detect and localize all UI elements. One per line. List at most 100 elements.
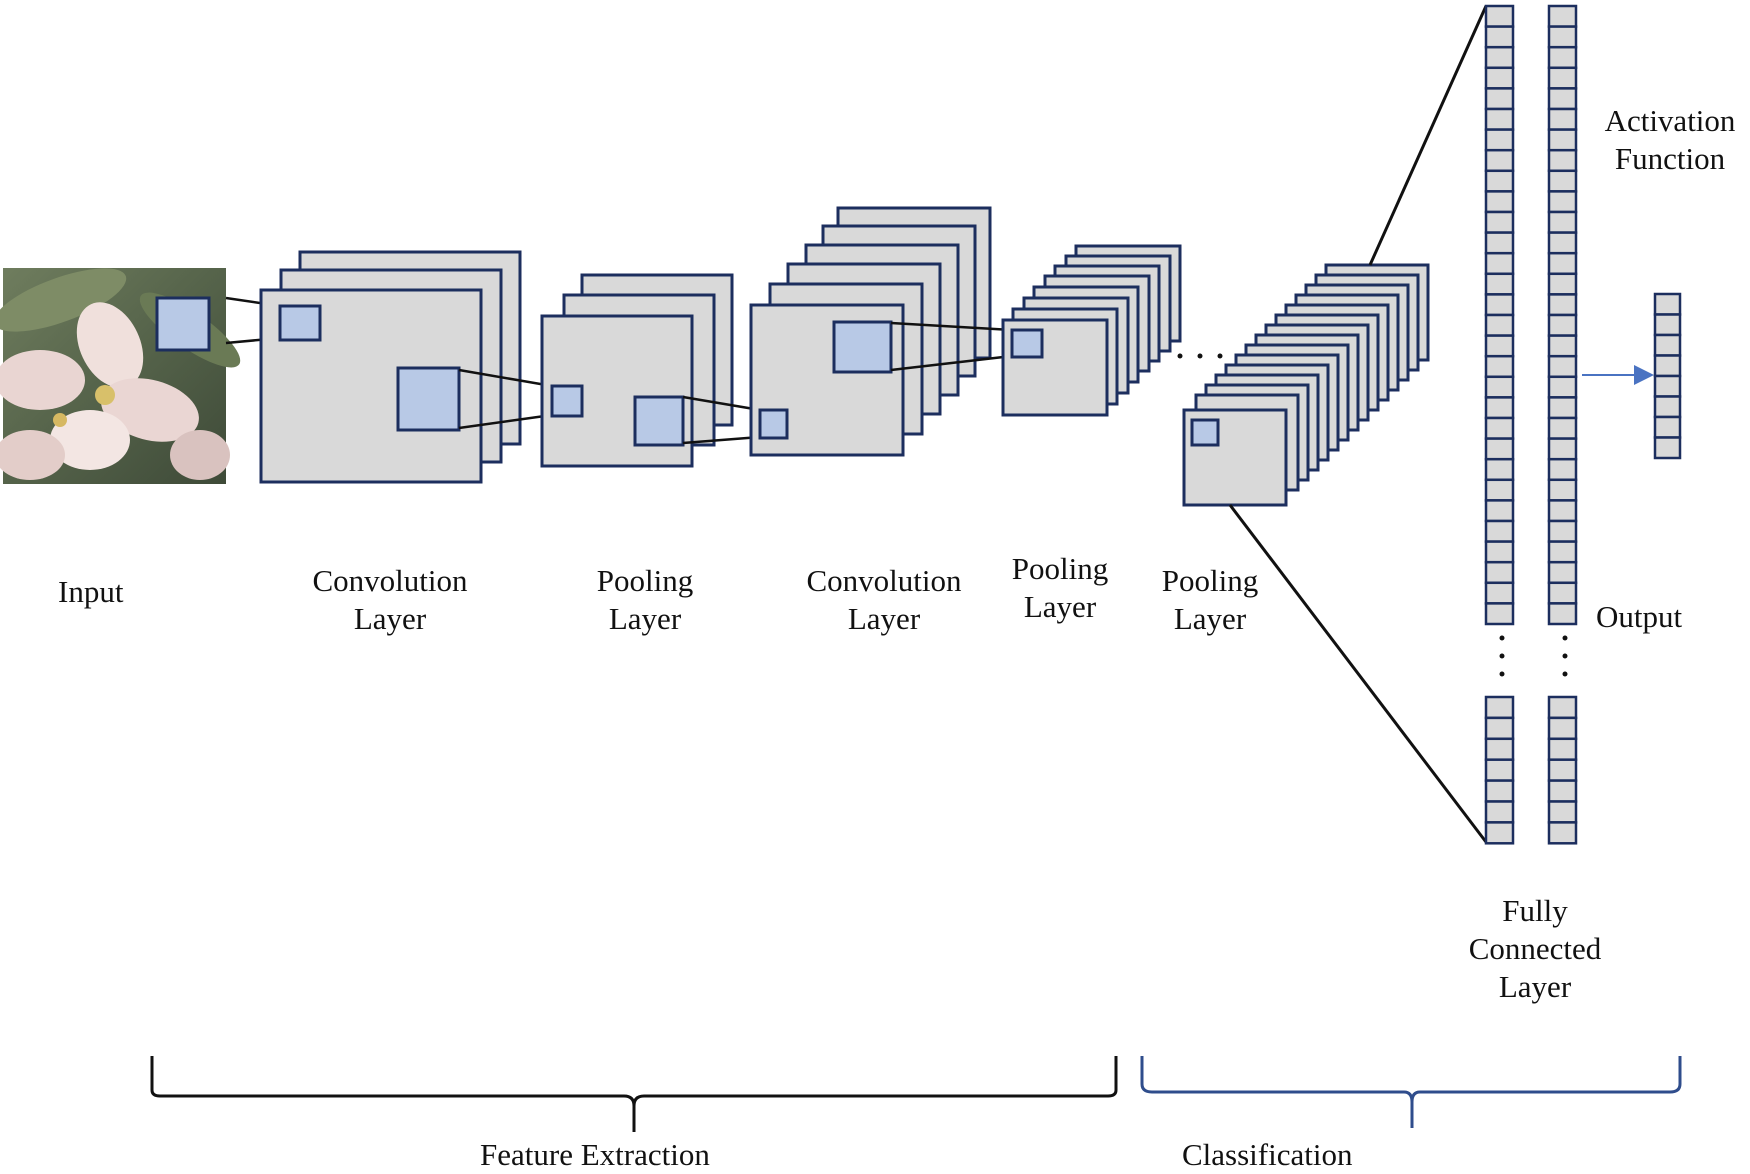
fc-neuron: [1484, 87, 1515, 111]
conv1-receptive-field: [278, 304, 322, 342]
input-image: [0, 268, 241, 484]
fc-neuron: [1547, 758, 1578, 782]
output-neuron: [1653, 436, 1682, 460]
fc-neuron: [1547, 519, 1578, 543]
pool1-cell: [550, 384, 584, 418]
fc-neuron: [1484, 107, 1515, 131]
fc-neuron: [1484, 210, 1515, 234]
input-label: Input: [58, 574, 124, 609]
fc-neuron: [1484, 313, 1515, 337]
feature-extraction-label: Feature Extraction: [480, 1137, 710, 1172]
output-column: [1653, 292, 1682, 460]
fc-neuron: [1547, 251, 1578, 276]
output-neuron: [1653, 374, 1682, 398]
fc-neuron: [1484, 716, 1515, 741]
fc-neuron: [1484, 66, 1515, 90]
fc-neuron: [1547, 396, 1578, 420]
fc-neuron: [1547, 107, 1578, 131]
fc-neuron: [1547, 25, 1578, 49]
fc-neuron: [1547, 581, 1578, 605]
output-neuron: [1653, 292, 1682, 316]
fc-neuron: [1484, 800, 1515, 824]
fc-neuron: [1547, 457, 1578, 482]
fc-neuron: [1547, 437, 1578, 461]
fc-neuron: [1547, 560, 1578, 585]
output-neuron: [1653, 395, 1682, 419]
classification-brace: [1140, 1056, 1682, 1128]
ellipsis-dots: [1177, 353, 1223, 359]
fc-neuron: [1484, 190, 1515, 214]
input-filter-window: [155, 296, 211, 352]
fc-neuron: [1547, 821, 1578, 845]
fc-neuron: [1547, 148, 1578, 173]
fc-neuron: [1484, 396, 1515, 420]
fc-neuron: [1547, 87, 1578, 111]
fc-neuron: [1484, 272, 1515, 296]
fc-neuron: [1547, 354, 1578, 379]
fc-neuron: [1484, 4, 1515, 28]
fc-neuron: [1484, 779, 1515, 803]
fc-neuron: [1547, 695, 1578, 720]
fc-neuron: [1547, 602, 1578, 626]
fc-neuron: [1484, 251, 1515, 276]
pool3-feature-maps: [1182, 263, 1430, 507]
fc-neuron: [1484, 437, 1515, 461]
output-neuron: [1653, 333, 1682, 357]
fc-column-1: [1484, 4, 1515, 845]
conv1-feature-maps: [259, 250, 522, 484]
fc-neuron: [1484, 128, 1515, 152]
fc-neuron: [1484, 540, 1515, 564]
fc-neuron: [1547, 716, 1578, 741]
fc-neuron: [1484, 354, 1515, 379]
pool1-filter-window: [633, 395, 685, 447]
fc-neuron: [1547, 737, 1578, 761]
projection-line-bottom: [1228, 504, 1488, 843]
fc-neuron: [1484, 334, 1515, 358]
fc-neuron: [1547, 375, 1578, 399]
output-label: Output: [1596, 599, 1683, 634]
fc-neuron: [1484, 581, 1515, 605]
fc-neuron: [1484, 293, 1515, 317]
fc-neuron: [1484, 519, 1515, 543]
fc-neuron: [1484, 821, 1515, 845]
fc-neuron: [1547, 540, 1578, 564]
fc-neuron: [1484, 478, 1515, 502]
fc-neuron: [1484, 737, 1515, 761]
conv2-receptive-field: [758, 408, 789, 440]
conv2-pool-window: [832, 320, 893, 374]
fc-neuron: [1547, 313, 1578, 337]
conv2-feature-maps: [749, 206, 992, 457]
fc-neuron: [1484, 25, 1515, 49]
pool3-cell: [1190, 418, 1220, 447]
fc-neuron: [1484, 148, 1515, 173]
fc-neuron: [1484, 231, 1515, 255]
fc-neuron: [1547, 169, 1578, 193]
fc-neuron: [1484, 457, 1515, 482]
output-neuron: [1653, 354, 1682, 378]
fc-vertical-ellipsis: [1499, 635, 1568, 677]
fc-neuron: [1547, 66, 1578, 90]
output-neuron: [1653, 415, 1682, 439]
fc-neuron: [1547, 210, 1578, 234]
fc-neuron: [1547, 779, 1578, 803]
fc-neuron: [1484, 602, 1515, 626]
feature-extraction-brace: [150, 1056, 1118, 1132]
fc-neuron: [1484, 375, 1515, 399]
classification-label: Classification: [1182, 1137, 1353, 1172]
fc-neuron: [1547, 499, 1578, 523]
fc-neuron: [1547, 293, 1578, 317]
fc-neuron: [1547, 272, 1578, 296]
fc-neuron: [1484, 560, 1515, 585]
fc-neuron: [1547, 416, 1578, 440]
fc-neuron: [1484, 499, 1515, 523]
output-neuron: [1653, 313, 1682, 337]
conv1-pool-window: [396, 366, 461, 432]
fc-neuron: [1484, 695, 1515, 720]
